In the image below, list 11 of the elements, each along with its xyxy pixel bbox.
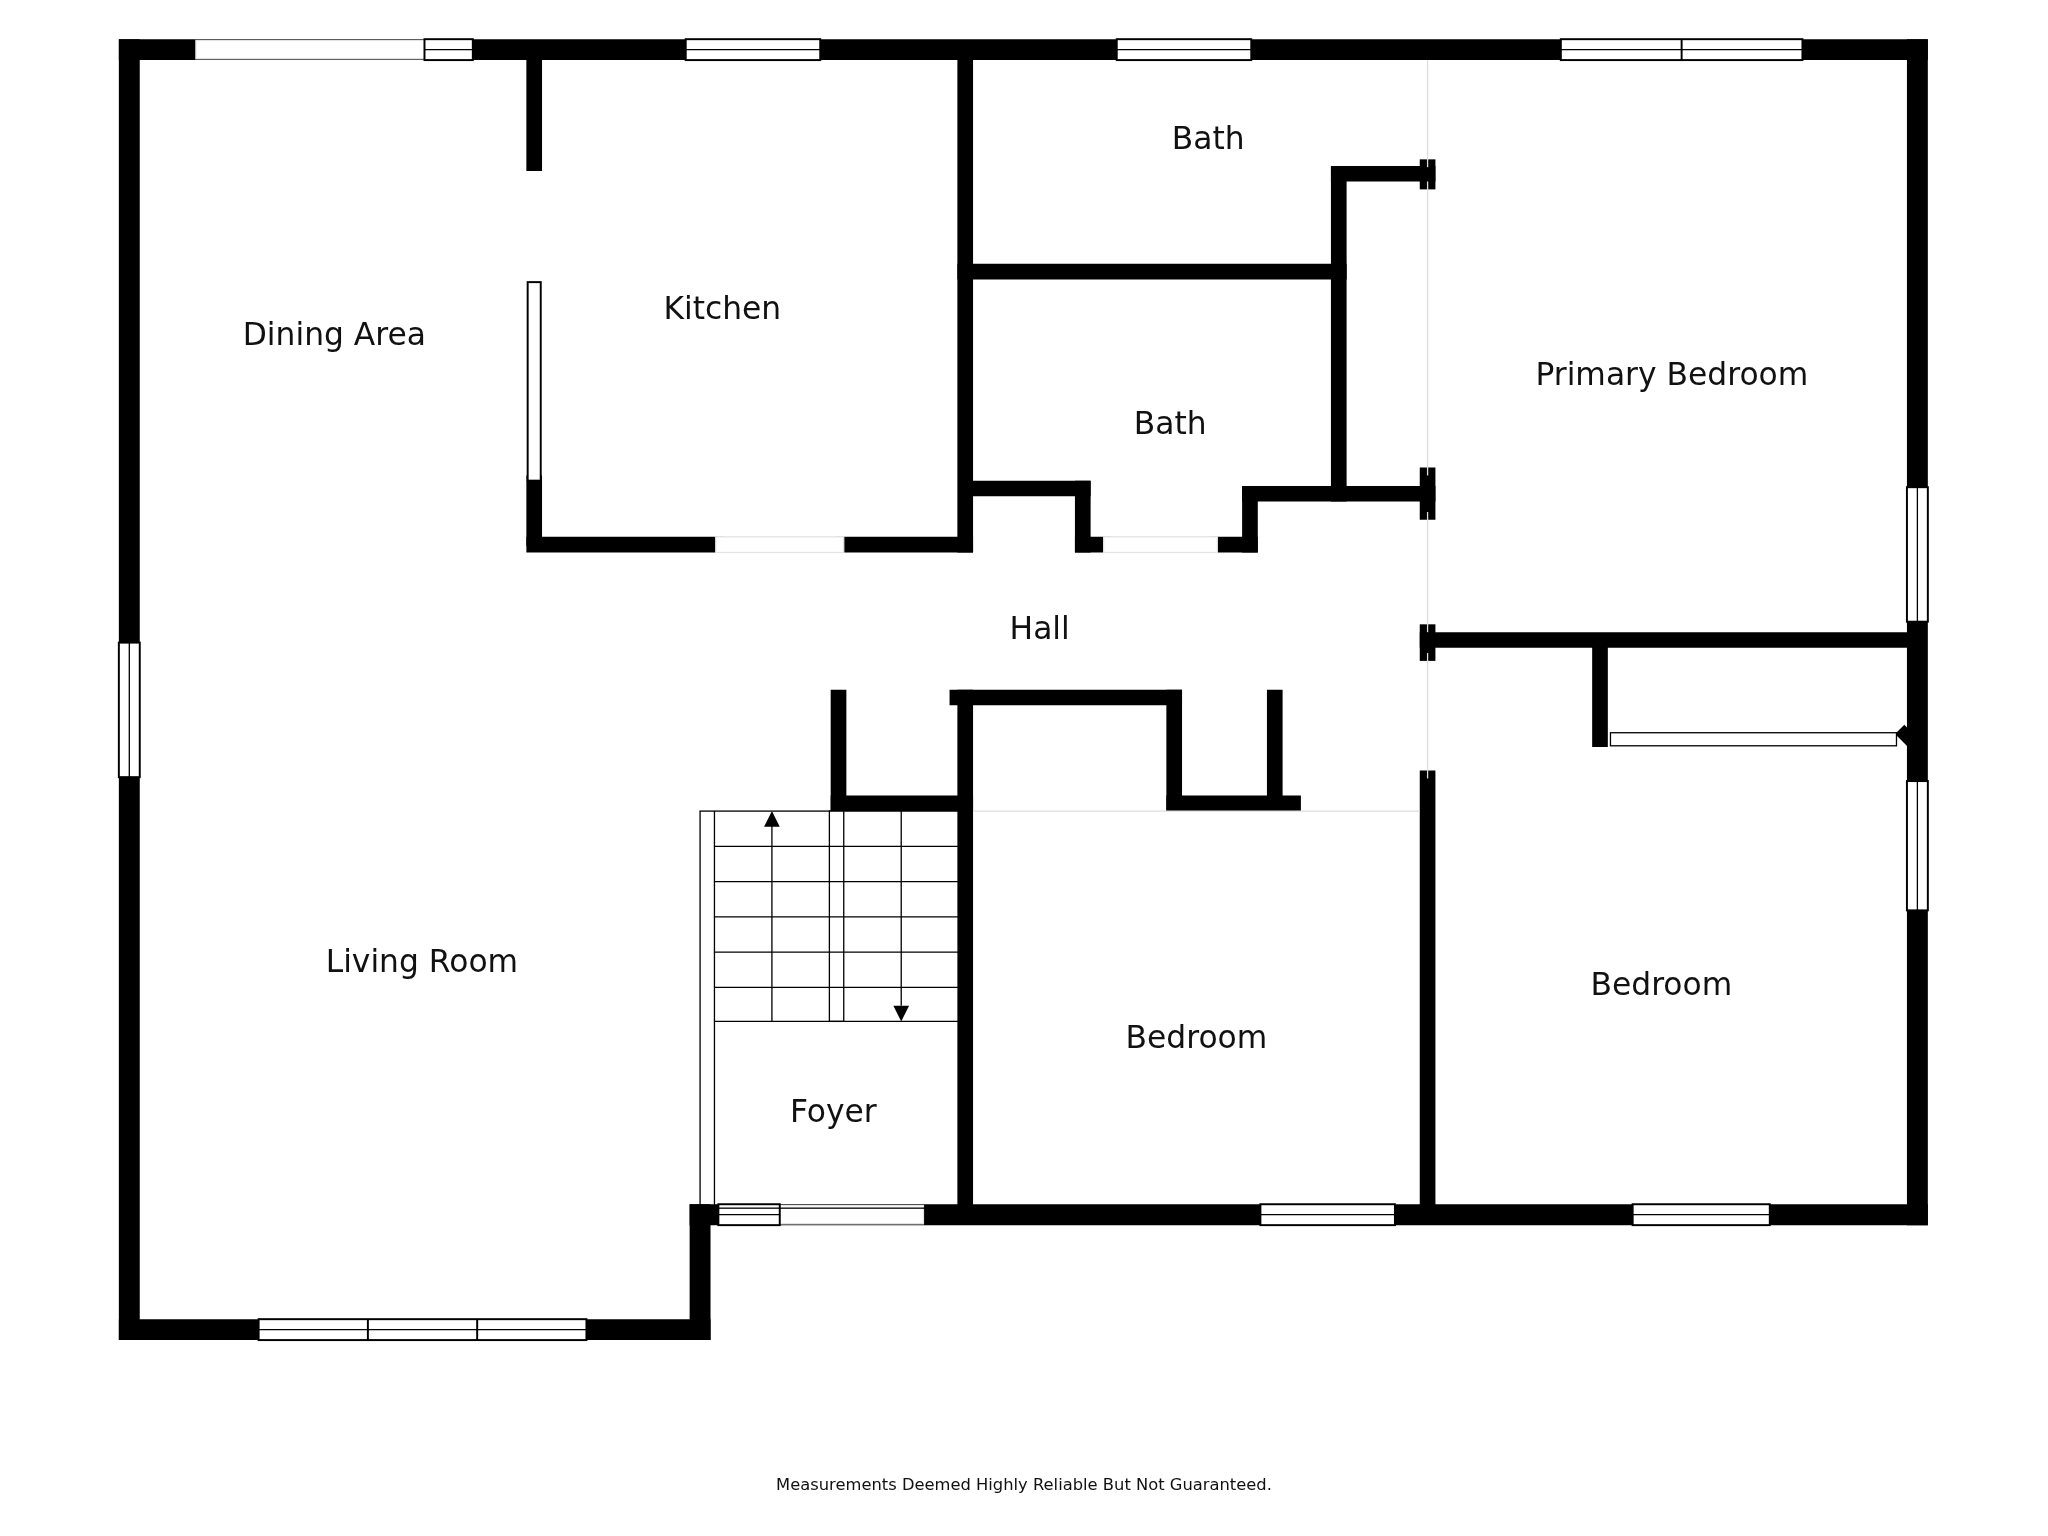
room-label: Foyer xyxy=(789,1093,877,1130)
caption: Measurements Deemed Highly Reliable But Not Guaranteed. xyxy=(776,1473,1272,1494)
room-label: Bath xyxy=(1133,404,1207,442)
room-label: Primary Bedroom xyxy=(1535,356,1809,394)
room-label: Dining Area xyxy=(242,316,426,353)
room-label: Living Room xyxy=(325,943,519,980)
room-label: Kitchen xyxy=(663,289,782,327)
room-label: Bedroom xyxy=(1590,966,1733,1004)
room-label: Bedroom xyxy=(1125,1018,1268,1056)
room-label: Hall xyxy=(1009,609,1070,647)
room-label: Bath xyxy=(1171,120,1245,157)
